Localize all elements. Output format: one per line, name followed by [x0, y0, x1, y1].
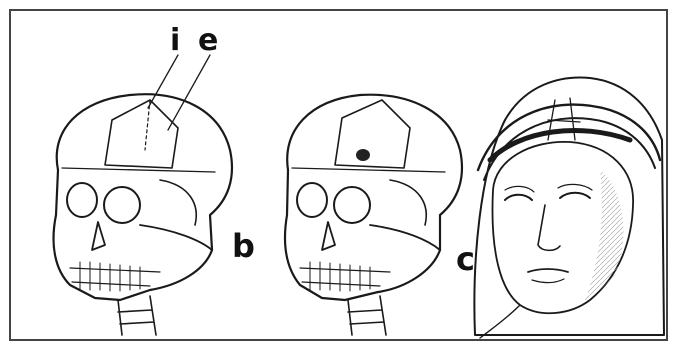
- figure-border: [10, 10, 667, 340]
- label-c: c: [456, 240, 475, 278]
- trepanation-hole: [356, 149, 370, 161]
- skull-with-incision-lines: [54, 55, 232, 335]
- label-i: i: [170, 23, 180, 58]
- veiled-face-portrait: [474, 77, 664, 338]
- label-b: b: [232, 227, 255, 265]
- label-e: e: [198, 23, 218, 58]
- skull-with-hole: [285, 95, 462, 335]
